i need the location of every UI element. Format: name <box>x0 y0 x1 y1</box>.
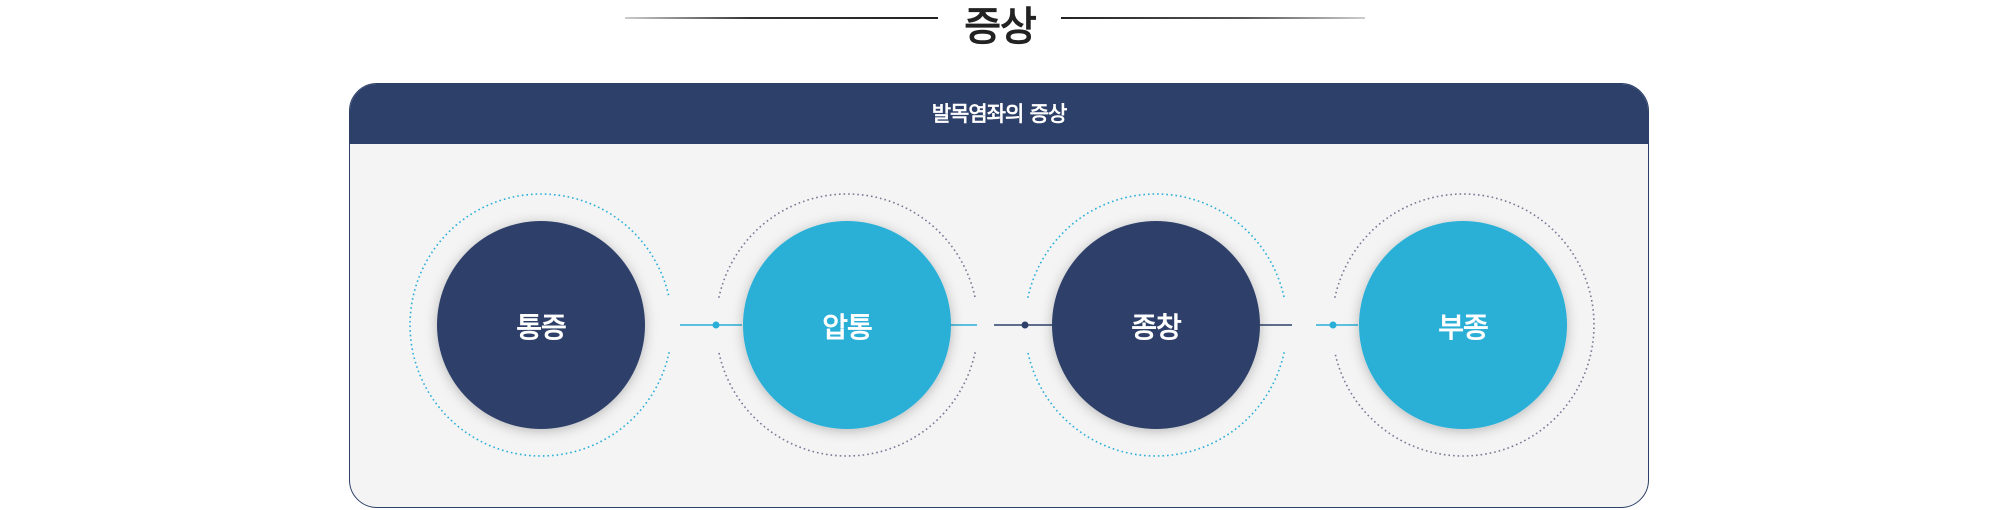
connector-dot <box>712 321 720 329</box>
symptom-circle <box>437 221 645 429</box>
symptom-label-tenderness: 압통 <box>822 311 873 344</box>
symptom-label-swelling: 종창 <box>1131 311 1182 344</box>
section-title: 증상 <box>964 4 1037 50</box>
title-divider-left <box>625 17 938 19</box>
symptom-circle <box>743 221 951 429</box>
symptom-label-edema: 부종 <box>1438 311 1489 344</box>
connector-dot <box>1021 321 1029 329</box>
symptom-circle <box>1359 221 1567 429</box>
card-header: 발목염좌의 증상 <box>350 84 1648 144</box>
symptom-label-pain: 통증 <box>516 311 567 344</box>
symptom-circle <box>1052 221 1260 429</box>
title-divider-right <box>1061 17 1365 19</box>
connector-dot <box>1329 321 1337 329</box>
